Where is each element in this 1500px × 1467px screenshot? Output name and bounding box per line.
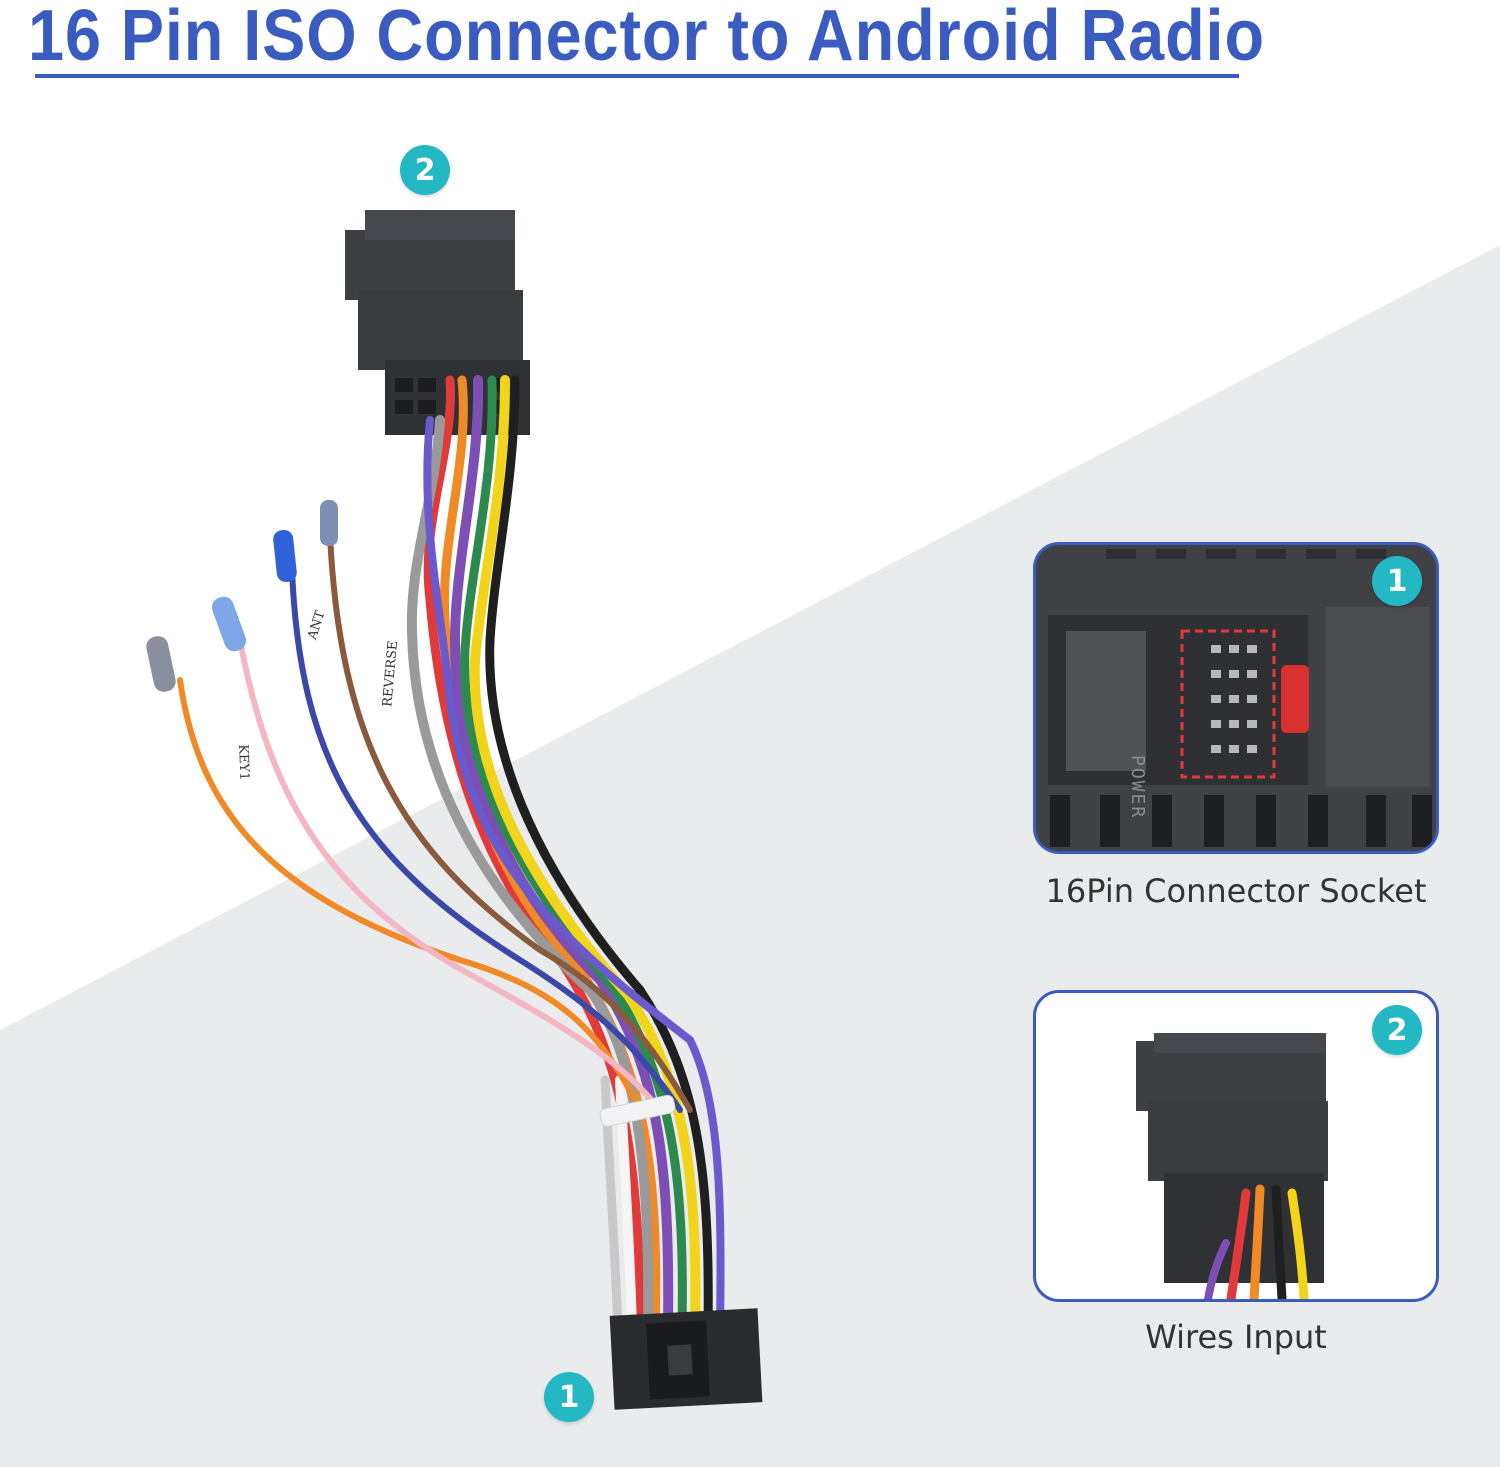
- panel-socket: POWER: [1033, 542, 1439, 854]
- loose-wires: [177, 532, 693, 1113]
- panel-wires-badge: 2: [1372, 1005, 1422, 1055]
- heat-shrink-caps: [146, 500, 338, 692]
- panel-socket-badge: 1: [1372, 556, 1422, 606]
- title-underline: [35, 74, 1239, 78]
- panel-socket-caption: 16Pin Connector Socket: [1045, 872, 1427, 910]
- socket-power-label: POWER: [1127, 755, 1148, 820]
- panel-wires-caption: Wires Input: [1145, 1318, 1327, 1356]
- pin16-plug-icon: [609, 1308, 763, 1410]
- badge-pin16-connector: 1: [544, 1372, 594, 1422]
- wire-label-key1: KEY1: [233, 740, 254, 785]
- socket-photo-icon: [1036, 545, 1436, 851]
- iso-connector-photo-icon: [1136, 1033, 1328, 1299]
- cable-tie-icon: [599, 1094, 676, 1127]
- panel-wires-input: [1033, 990, 1439, 1302]
- badge-iso-connector: 2: [400, 145, 450, 195]
- page-title: 16 Pin ISO Connector to Android Radio: [28, 0, 1265, 76]
